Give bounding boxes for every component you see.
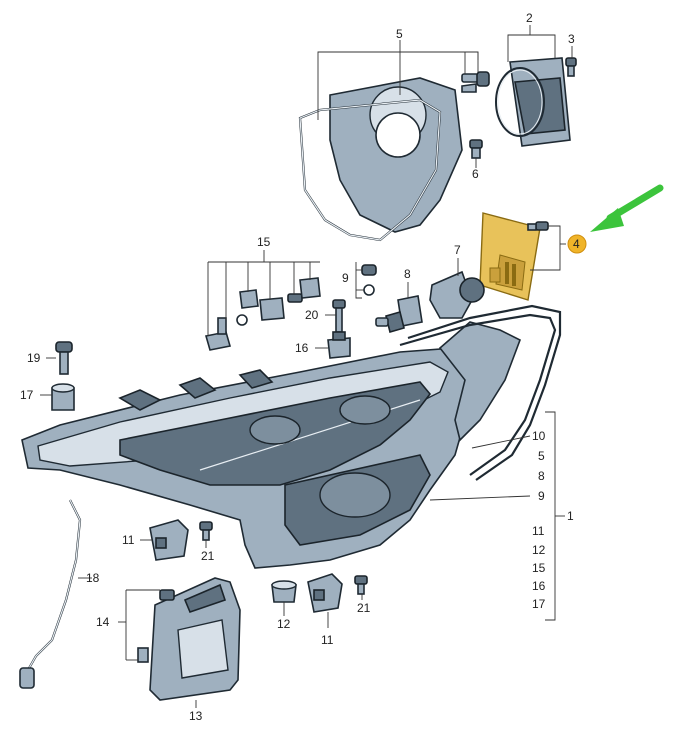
- bulb-8: [375, 295, 423, 333]
- callout-7: 7: [454, 243, 461, 257]
- cap-12: [271, 580, 297, 603]
- cover-screws: [461, 71, 490, 93]
- control-unit: [495, 57, 571, 147]
- callouts: 5 2 3 6 4 7 8 9 15 20 16 19 17 18 11 21 …: [20, 11, 580, 723]
- callout-6: 6: [472, 167, 479, 181]
- headlight-housing: [21, 321, 522, 569]
- assembly-item: 12: [532, 543, 546, 557]
- callout-1: 1: [567, 509, 574, 523]
- bracket-11-left: [149, 519, 189, 561]
- clip-16: [327, 331, 351, 359]
- highlight-marker: [567, 234, 587, 254]
- bracket-13: [149, 577, 241, 701]
- assembly-item: 8: [538, 469, 545, 483]
- screw-20: [332, 299, 346, 333]
- screw-21-right: [354, 575, 368, 595]
- led-driver-module: [479, 212, 541, 301]
- callout-8: 8: [404, 267, 411, 281]
- bracket-11-right: [307, 573, 343, 613]
- callout-18: 18: [86, 571, 100, 585]
- screw-9: [361, 264, 377, 296]
- assembly-item: 11: [532, 524, 545, 538]
- callout-19: 19: [27, 351, 41, 365]
- callout-4: 4: [573, 237, 580, 251]
- assembly-list: 10 5 8 9 11 12 15 16 17: [532, 429, 546, 611]
- cap-17: [51, 383, 75, 411]
- callout-20: 20: [305, 308, 319, 322]
- callout-14: 14: [96, 615, 110, 629]
- callout-9: 9: [342, 271, 349, 285]
- callout-11-left: 11: [122, 533, 135, 547]
- callout-12: 12: [277, 617, 291, 631]
- callout-17: 17: [20, 388, 34, 402]
- rear-cover: [298, 77, 463, 242]
- callout-21-left: 21: [201, 549, 215, 563]
- assembly-item: 16: [532, 579, 546, 593]
- screw-21-left: [199, 521, 213, 541]
- callout-3: 3: [568, 32, 575, 46]
- assembly-item: 17: [532, 597, 546, 611]
- assembly-item: 15: [532, 561, 546, 575]
- callout-21-right: 21: [357, 601, 371, 615]
- callout-5: 5: [396, 27, 403, 41]
- assembly-item: 10: [532, 429, 546, 443]
- green-arrow-icon: [590, 184, 664, 232]
- part-group-15: [204, 277, 321, 351]
- actuator-7: [429, 270, 485, 319]
- screw-6: [469, 139, 483, 159]
- callout-16: 16: [295, 341, 309, 355]
- module-screw: [527, 221, 549, 231]
- screw-19: [55, 341, 73, 375]
- assembly-item: 9: [538, 489, 545, 503]
- vent-hose-18: [19, 499, 82, 689]
- leader-lines: [40, 25, 573, 708]
- screw-3: [565, 57, 577, 77]
- callout-13: 13: [189, 709, 203, 723]
- part-group-14: [137, 589, 175, 663]
- assembly-item: 5: [538, 449, 545, 463]
- callout-11-right: 11: [321, 633, 334, 647]
- callout-15: 15: [257, 235, 271, 249]
- callout-2: 2: [526, 11, 533, 25]
